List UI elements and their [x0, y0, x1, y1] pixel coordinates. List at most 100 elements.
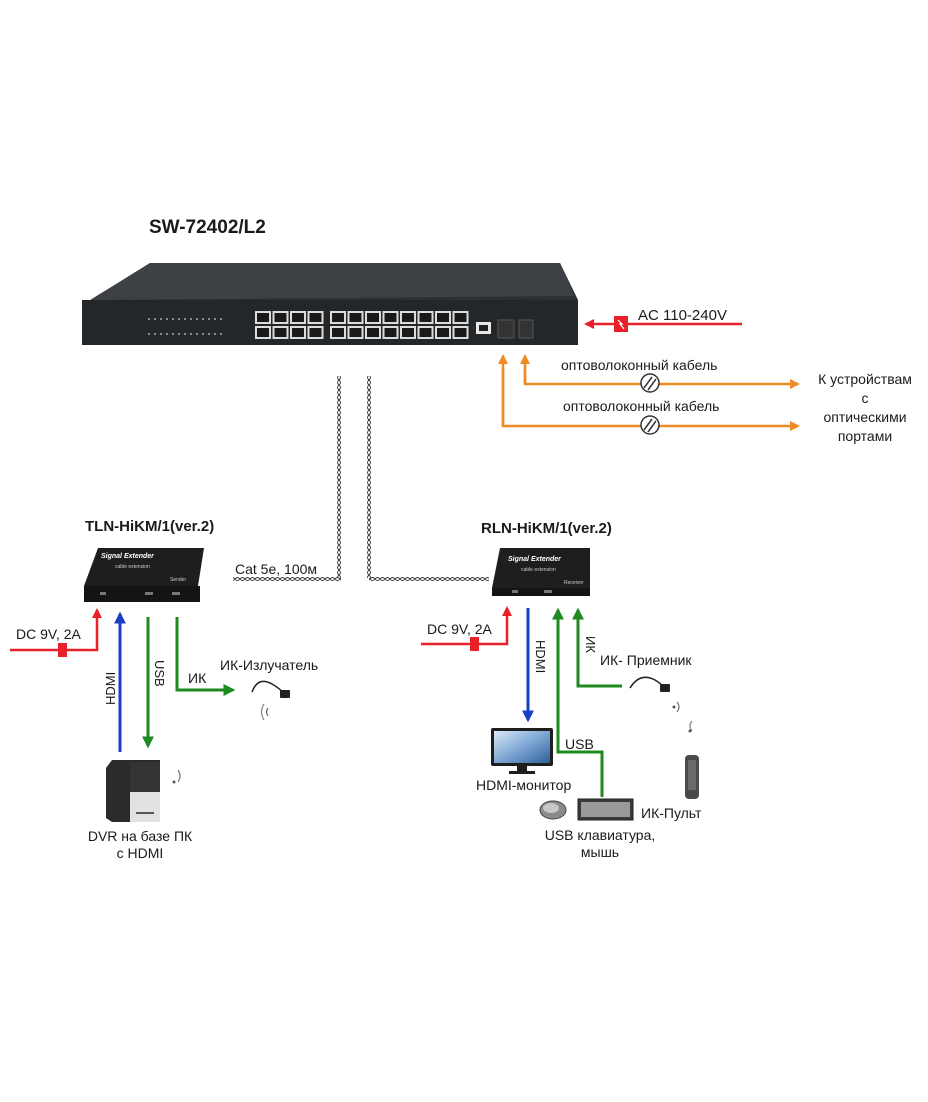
rj45-port-socket [257, 313, 269, 322]
rj45-port-socket [419, 328, 432, 337]
status-led [166, 318, 168, 320]
status-leds [148, 318, 222, 335]
rj45-port-socket [384, 313, 397, 322]
tx-hdmi-label: HDMI [103, 671, 118, 705]
rx-power-label: DC 9V, 2A [427, 621, 492, 637]
status-led [166, 333, 168, 335]
rj45-port-socket [332, 328, 344, 337]
fiber-arrows [498, 354, 800, 435]
twisted-pair-cable [233, 376, 489, 581]
power-plug-icon [470, 637, 479, 651]
status-led [160, 318, 162, 320]
status-led [214, 318, 216, 320]
status-led [208, 318, 210, 320]
rj45-port-socket [384, 328, 397, 337]
rj45-port-socket [367, 313, 379, 322]
destination-line: К устройствам [818, 371, 912, 387]
ir-receiver-icon [629, 676, 680, 713]
mouse-icon [539, 800, 567, 820]
receiver-model-label: RLN-HiKM/1(ver.2) [481, 520, 612, 537]
rj45-port-socket [437, 328, 449, 337]
rj45-port-socket [454, 328, 467, 337]
destination-line: с [861, 390, 869, 406]
fiber-destination-label: К устройствам с оптическими портами [810, 370, 920, 446]
transmitter-model-label: TLN-HiKM/1(ver.2) [85, 518, 215, 535]
cable-label: Cat 5e, 100м [235, 561, 318, 577]
sfp-port-2 [518, 319, 534, 339]
ac-power-label: AC 110-240V [638, 307, 727, 324]
status-led [214, 333, 216, 335]
fiber-connector-icon [640, 373, 660, 393]
fiber-connector-icon [640, 415, 660, 435]
rj45-port-socket [402, 328, 414, 337]
tx-power-label: DC 9V, 2A [16, 626, 81, 642]
receiver-device [492, 548, 590, 596]
rj45-port-socket [402, 313, 414, 322]
rx-ir-arrow [572, 607, 622, 688]
status-led [154, 333, 156, 335]
rx-ir-label: ИК [583, 636, 598, 653]
keyboard-icon [577, 798, 634, 821]
rj45-port-socket [437, 313, 449, 322]
tx-power-arrow [10, 608, 102, 652]
destination-line: оптическими [823, 409, 907, 425]
pc-label: DVR на базе ПК с HDMI [75, 828, 205, 862]
status-led [148, 318, 150, 320]
status-led [196, 333, 198, 335]
rj45-port-socket [274, 313, 287, 322]
rj45-port-socket [419, 313, 432, 322]
power-plug-icon [58, 643, 67, 657]
status-led [220, 333, 222, 335]
keyboard-mouse-label: USB клавиатура, мышь [530, 827, 670, 861]
network-switch [82, 263, 578, 345]
status-led [154, 318, 156, 320]
status-led [196, 318, 198, 320]
status-led [202, 318, 204, 320]
status-led [184, 333, 186, 335]
ac-power-arrow [584, 316, 742, 332]
rj45-port-socket [332, 313, 344, 322]
keyboard-label-line: мышь [580, 844, 620, 860]
ir-receiver-label: ИК- Приемник [600, 652, 692, 668]
rx-power-arrow [421, 606, 512, 646]
rj45-port-socket [309, 313, 322, 322]
status-led [178, 318, 180, 320]
keyboard-label-line: USB клавиатура, [544, 827, 656, 843]
rx-usb-arrow [552, 607, 604, 797]
status-led [184, 318, 186, 320]
ir-emitter-label: ИК-Излучатель [220, 657, 319, 673]
rj45-port-socket [292, 328, 304, 337]
status-led [172, 318, 174, 320]
transmitter-role: Sender [170, 577, 187, 583]
status-led [190, 333, 192, 335]
status-led [178, 333, 180, 335]
tx-ir-arrow [175, 617, 236, 696]
tx-usb-label: USB [152, 660, 167, 687]
ir-emitter-icon [251, 680, 290, 721]
transmitter-device [84, 548, 204, 602]
rj45-ports [255, 311, 469, 339]
pc-label-line: DVR на базе ПК [87, 828, 193, 844]
status-led [202, 333, 204, 335]
status-led [208, 333, 210, 335]
ir-remote-icon [685, 720, 699, 799]
fiber-cable-label: оптоволоконный кабель [563, 398, 720, 414]
destination-line: портами [837, 428, 893, 444]
remote-label: ИК-Пульт [641, 805, 702, 821]
rj45-port-socket [309, 328, 322, 337]
monitor-label: HDMI-монитор [476, 777, 572, 793]
pc-label-line: с HDMI [116, 845, 164, 861]
rj45-port-socket [367, 328, 379, 337]
status-led [172, 333, 174, 335]
status-led [160, 333, 162, 335]
receiver-role: Receiver [564, 580, 584, 586]
rj45-port-socket [257, 328, 269, 337]
pc-tower-icon [106, 760, 181, 822]
status-led [148, 333, 150, 335]
transmitter-device-title: Signal Extender [101, 553, 154, 560]
rj45-port-socket [454, 313, 467, 322]
rj45-port-socket [274, 328, 287, 337]
sfp-port-1 [497, 319, 515, 339]
rj45-port-socket [349, 313, 362, 322]
